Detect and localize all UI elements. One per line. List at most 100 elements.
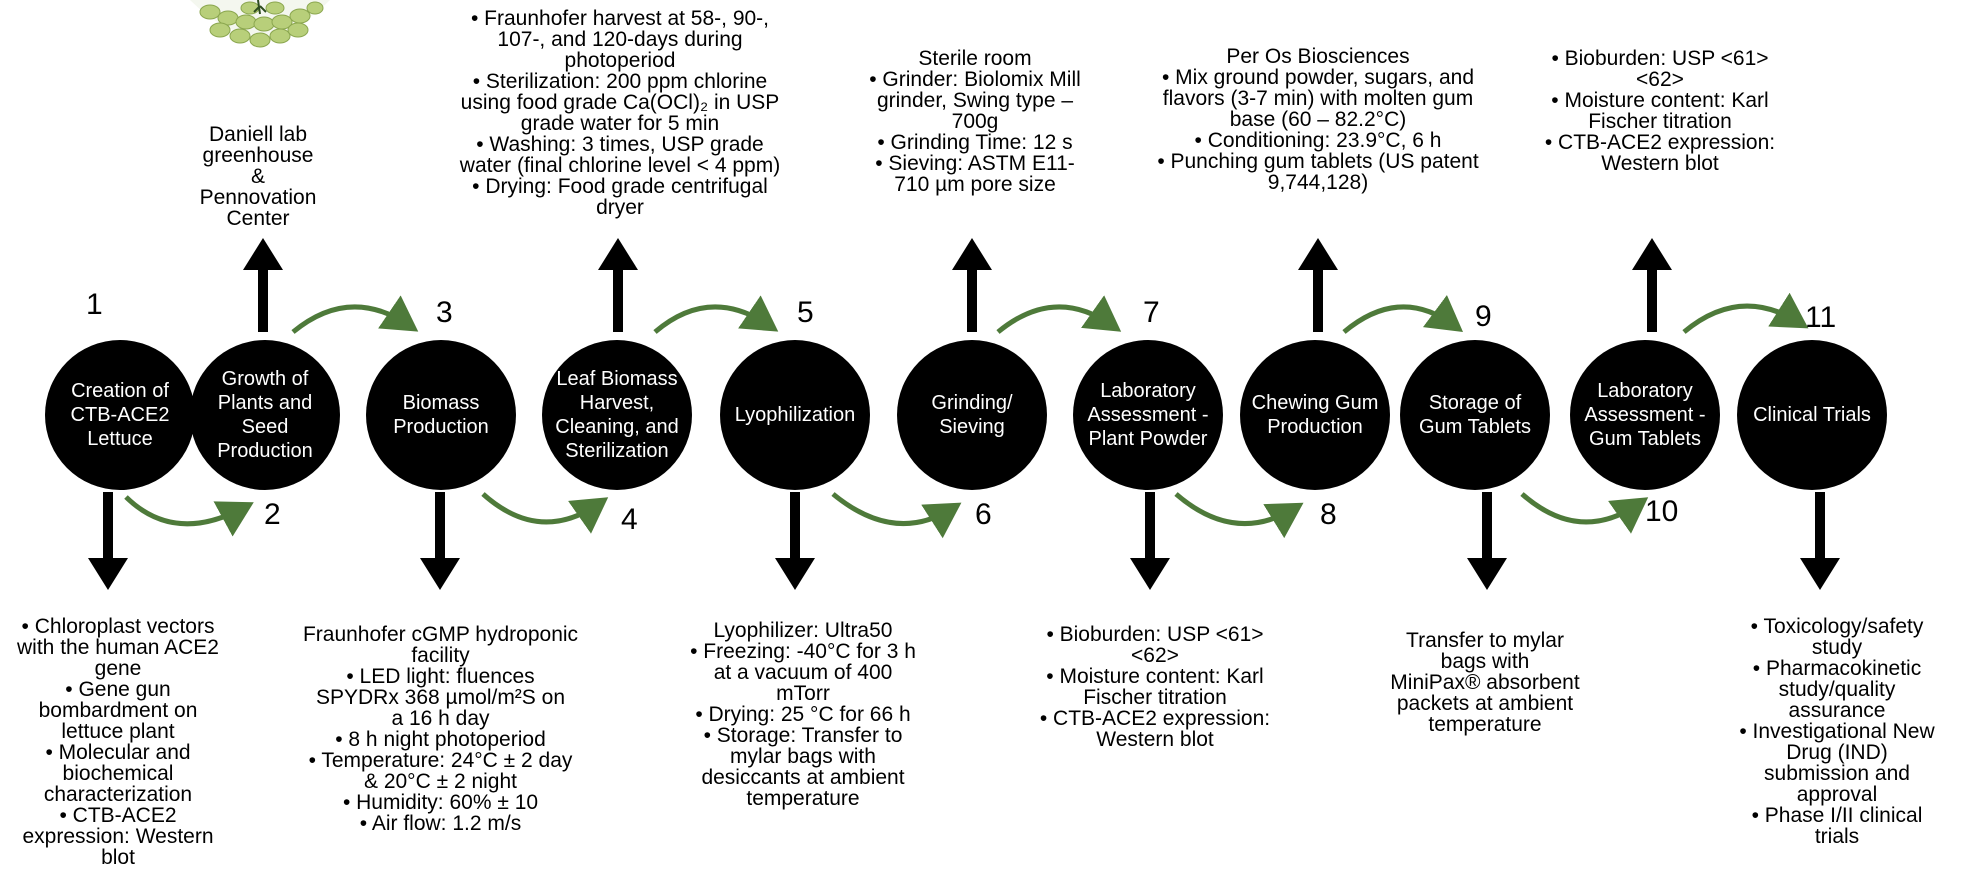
details-step10-line: • CTB-ACE2 expression:	[1544, 131, 1776, 154]
details-step3-line: SPYDRx 368 µmol/m²S on	[315, 686, 566, 709]
details-step5-line: at a vacuum of 400	[713, 661, 893, 684]
details-step10-line: <62>	[1636, 68, 1684, 91]
step-2-label-line: Seed	[241, 416, 289, 438]
step-number-6: 6	[975, 498, 992, 531]
details-step1-line: • Chloroplast vectors	[21, 615, 215, 638]
details-step4-line: photoperiod	[564, 49, 676, 72]
step-7-label-line: Plant Powder	[1088, 428, 1208, 450]
step-4-label-line: Cleaning, and	[555, 416, 679, 438]
details-step4-line: dryer	[596, 196, 644, 219]
step-10-label-line: Gum Tablets	[1589, 428, 1701, 450]
details-step5: Lyophilizer: Ultra50• Freezing: -40°C fo…	[673, 620, 933, 809]
details-step11-line: assurance	[1788, 699, 1886, 722]
details-step11-line: approval	[1796, 783, 1878, 806]
step-9-label-line: Gum Tablets	[1419, 416, 1531, 438]
up-arrow-step2	[243, 238, 283, 332]
step-number-8: 8	[1320, 498, 1337, 531]
curve-arrow-2-3	[291, 295, 419, 334]
details-step10-line: Fischer titration	[1588, 110, 1732, 133]
details-step11-line: trials	[1814, 825, 1860, 848]
step-5-label-line: Lyophilization	[734, 404, 856, 426]
up-arrow-step8	[1298, 238, 1338, 332]
details-step4-line: • Fraunhofer harvest at 58-, 90-,	[471, 7, 769, 30]
step-4-label-line: Leaf Biomass	[556, 368, 678, 390]
details-step6-line: • Grinding Time: 12 s	[877, 131, 1073, 154]
details-step5-line: temperature	[746, 787, 860, 810]
details-step3-line: • Temperature: 24°C ± 2 day	[308, 749, 573, 772]
details-step7-line: • Moisture content: Karl	[1046, 665, 1264, 688]
details-step6-line: grinder, Swing type –	[876, 89, 1074, 112]
up-arrow-step10	[1632, 238, 1672, 332]
step-number-2: 2	[264, 498, 281, 531]
details-step4-line: using food grade Ca(OCl)₂ in USP	[460, 91, 780, 114]
curve-arrow-4-5	[653, 295, 779, 334]
step-6-label-line: Grinding/	[931, 392, 1013, 414]
details-step8-line: 9,744,128)	[1267, 171, 1369, 194]
details-step7-line: • CTB-ACE2 expression:	[1039, 707, 1271, 730]
curve-arrow-5-6	[831, 492, 962, 539]
details-step9-line: packets at ambient	[1396, 692, 1574, 715]
details-step3-line: facility	[411, 644, 470, 667]
up-arrow-step6	[952, 238, 992, 332]
step-3-label-line: Biomass	[402, 392, 480, 414]
details-step9-line: temperature	[1428, 713, 1542, 736]
details-step3-line: a 16 h day	[391, 707, 490, 730]
step-number-5: 5	[797, 296, 814, 329]
details-step1-line: characterization	[43, 783, 193, 806]
details-step1-line: with the human ACE2	[17, 636, 219, 659]
details-step11-line: submission and	[1764, 762, 1910, 785]
step-7-label-line: Laboratory	[1100, 380, 1196, 402]
details-step10-line: Western blot	[1601, 152, 1719, 175]
details-step8-line: • Mix ground powder, sugars, and	[1161, 66, 1475, 89]
details-step6-line: Sterile room	[918, 47, 1032, 70]
details-step8-line: • Punching gum tablets (US patent	[1157, 150, 1479, 173]
details-step3-line: • 8 h night photoperiod	[335, 728, 546, 751]
details-step5-line: Lyophilizer: Ultra50	[713, 619, 893, 642]
details-step4-line: • Sterilization: 200 ppm chlorine	[472, 70, 768, 93]
step-2-label-line: Growth of	[221, 368, 309, 390]
details-step8: Per Os Biosciences• Mix ground powder, s…	[1128, 46, 1508, 193]
details-step2-line: Daniell lab	[208, 123, 308, 146]
down-arrow-step3	[420, 492, 460, 590]
details-step9-line: MiniPax® absorbent	[1390, 671, 1580, 694]
curve-arrow-8-9	[1342, 295, 1464, 334]
step-10-label-line: Assessment -	[1584, 404, 1706, 426]
details-step3-line: • Humidity: 60% ± 10	[342, 791, 539, 814]
curve-arrow-10-11	[1682, 292, 1809, 334]
details-step7: • Bioburden: USP <61><62>• Moisture cont…	[1020, 624, 1290, 750]
details-step10-line: • Moisture content: Karl	[1551, 89, 1769, 112]
details-step4-line: • Washing: 3 times, USP grade	[476, 133, 764, 156]
step-3-label-line: Production	[393, 416, 489, 438]
down-arrow-step5	[775, 492, 815, 590]
details-step11-line: • Phase I/II clinical	[1751, 804, 1923, 827]
details-step1-line: • CTB-ACE2	[59, 804, 177, 827]
down-arrow-step9	[1467, 492, 1507, 590]
details-step4-line: 107-, and 120-days during	[497, 28, 743, 51]
details-step6-line: 700g	[951, 110, 999, 133]
step-4-label-line: Harvest,	[579, 392, 655, 414]
details-step3-line: • LED light: fluences	[346, 665, 535, 688]
details-step2-line: &	[250, 165, 265, 188]
details-step4: • Fraunhofer harvest at 58-, 90-,107-, a…	[435, 8, 805, 218]
details-step3-line: Fraunhofer cGMP hydroponic	[302, 623, 579, 646]
details-step10-line: • Bioburden: USP <61>	[1551, 47, 1769, 70]
step-4-label-line: Sterilization	[565, 440, 669, 462]
step-6-label: Grinding/Sieving	[902, 391, 1042, 439]
details-step5-line: mTorr	[776, 682, 830, 705]
details-step7-line: <62>	[1131, 644, 1179, 667]
details-step2-line: greenhouse	[202, 144, 314, 167]
